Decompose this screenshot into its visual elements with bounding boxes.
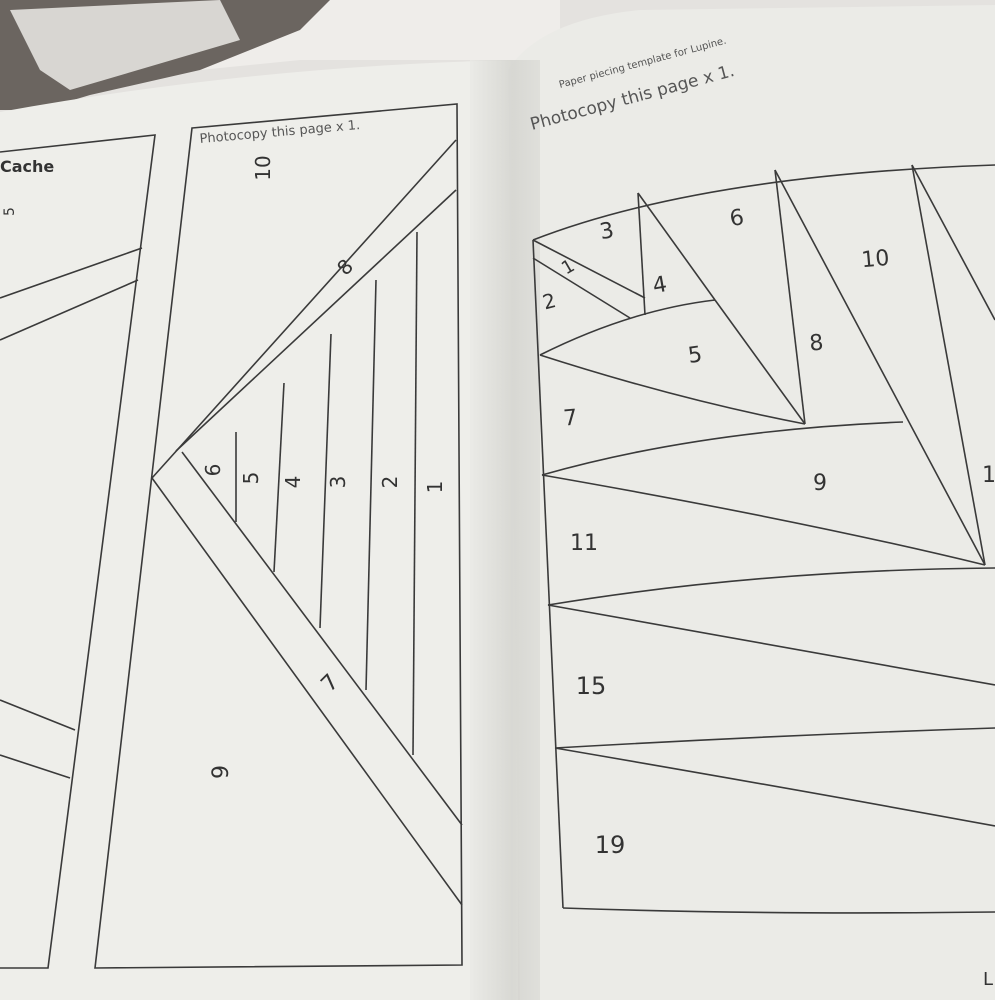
svg-text:2: 2 — [378, 476, 402, 489]
svg-text:19: 19 — [595, 831, 626, 859]
cut-number: 5 — [2, 207, 18, 216]
svg-text:10: 10 — [251, 155, 275, 180]
svg-text:3: 3 — [326, 476, 350, 489]
svg-text:4: 4 — [281, 476, 305, 489]
left-template-edge — [0, 134, 156, 969]
svg-text:6: 6 — [728, 205, 746, 232]
gutter-shadow — [470, 60, 540, 1000]
svg-text:3: 3 — [598, 218, 616, 245]
svg-text:7: 7 — [562, 405, 578, 431]
svg-text:10: 10 — [860, 246, 890, 273]
left-template — [94, 103, 463, 969]
svg-text:9: 9 — [209, 765, 234, 779]
right-template — [532, 164, 995, 914]
svg-text:1: 1 — [423, 481, 447, 494]
cut-heading: Cache — [0, 157, 54, 176]
folded-paper — [10, 0, 240, 90]
svg-text:8: 8 — [808, 330, 824, 356]
svg-text:5: 5 — [686, 342, 703, 369]
svg-text:11: 11 — [570, 531, 598, 556]
svg-text:9: 9 — [813, 471, 827, 496]
svg-text:5: 5 — [239, 472, 263, 485]
svg-text:4: 4 — [651, 272, 669, 299]
svg-text:15: 15 — [576, 672, 607, 700]
svg-text:6: 6 — [201, 464, 225, 477]
svg-text:2: 2 — [540, 288, 559, 314]
right-cut-number: 1 — [982, 463, 995, 488]
right-page — [508, 5, 995, 1000]
corner-letter: L — [983, 969, 993, 990]
left-page — [0, 60, 520, 1000]
